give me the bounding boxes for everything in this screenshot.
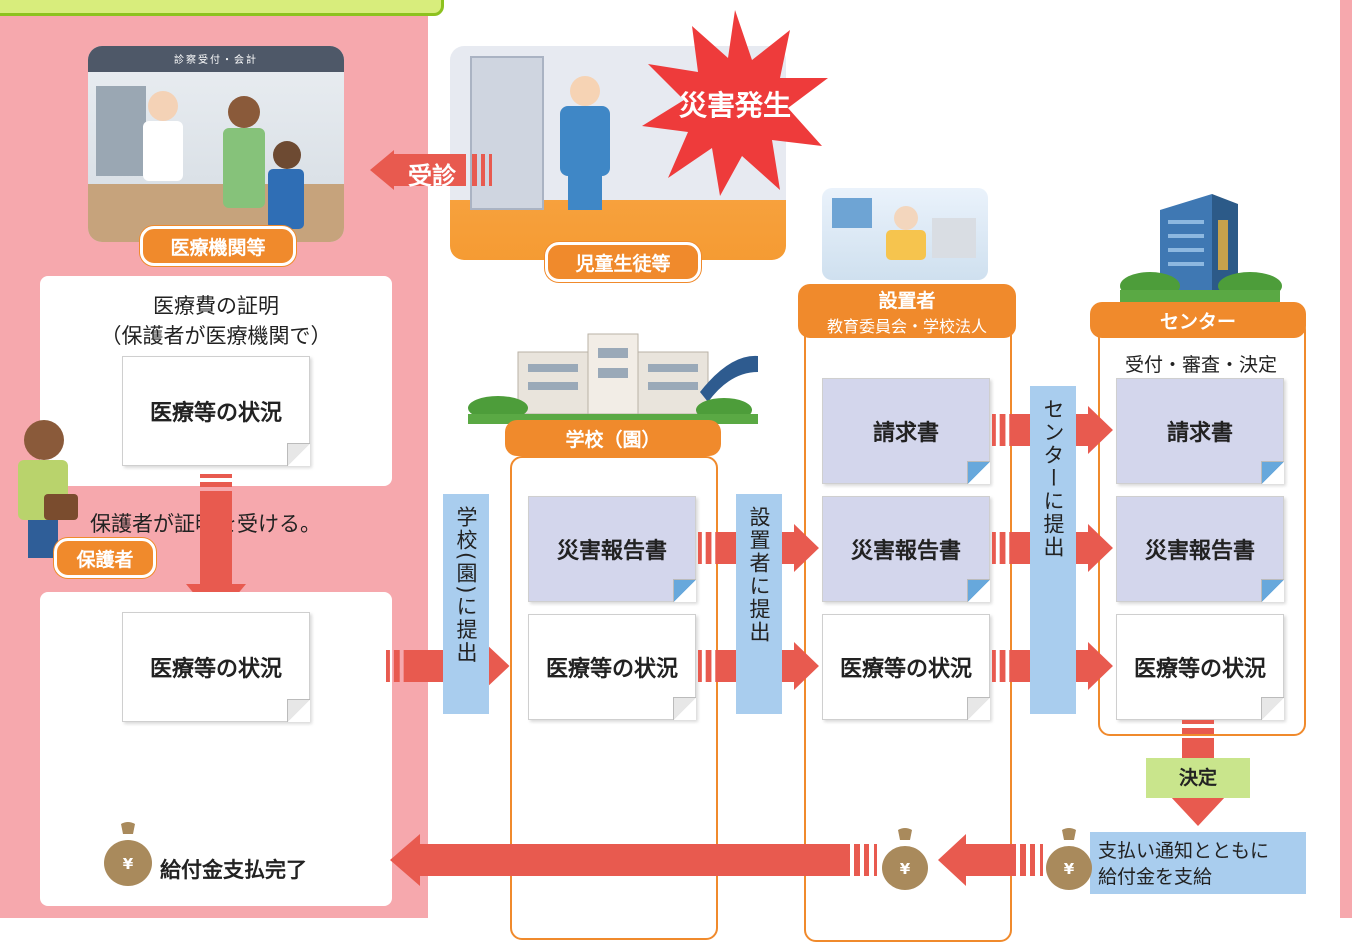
founder-tag: 設置者 教育委員会・学校法人 bbox=[798, 284, 1016, 338]
payment-notice-line2: 給付金を支給 bbox=[1098, 866, 1213, 888]
disaster-burst bbox=[642, 10, 828, 196]
medical-cert-subtitle: （保護者が医療機関で） bbox=[100, 324, 332, 348]
center-disaster-report-doc: 災害報告書 bbox=[1116, 496, 1284, 602]
medical-institution-tag: 医療機関等 bbox=[140, 226, 296, 266]
visit-label: 受診 bbox=[408, 162, 456, 190]
office-illustration bbox=[822, 188, 988, 280]
founder-label: 設置者 bbox=[878, 290, 936, 312]
top-banner bbox=[0, 0, 444, 16]
yen-symbol: ¥ bbox=[899, 860, 911, 878]
center-tag: センター bbox=[1090, 302, 1306, 338]
center-building-illustration bbox=[1120, 194, 1282, 302]
school-medical-status-doc: 医療等の状況 bbox=[528, 614, 696, 720]
school-tag: 学校（園） bbox=[505, 420, 721, 456]
visit-arrow bbox=[370, 150, 492, 190]
guardian-illustration bbox=[14, 420, 78, 570]
hospital-reception-illustration: 診察受付・会計 bbox=[88, 46, 344, 242]
center-claim-doc: 請求書 bbox=[1116, 378, 1284, 484]
center-medical-status-doc: 医療等の状況 bbox=[1116, 614, 1284, 720]
reception-sign: 診察受付・会計 bbox=[174, 55, 258, 66]
payment-arrow-center-founder bbox=[938, 834, 1043, 886]
submit-to-founder-bar: 設置者に提出 bbox=[736, 494, 782, 714]
medical-cert-title: 医療費の証明 bbox=[153, 294, 279, 318]
payment-notice-line1: 支払い通知とともに bbox=[1098, 840, 1270, 862]
founder-claim-doc: 請求書 bbox=[822, 378, 990, 484]
payment-arrow-founder-guardian bbox=[390, 834, 877, 886]
yen-symbol: ¥ bbox=[122, 855, 134, 873]
founder-sub-label: 教育委員会・学校法人 bbox=[826, 317, 987, 336]
disaster-label: 災害発生 bbox=[678, 89, 791, 122]
student-tag: 児童生徒等 bbox=[545, 242, 701, 282]
submit-to-school-bar: 学校(園)に提出 bbox=[443, 494, 489, 714]
school-building-illustration bbox=[468, 333, 758, 424]
arrows-layer bbox=[386, 406, 1226, 886]
payment-complete-label: 給付金支払完了 bbox=[160, 858, 307, 882]
medical-status-doc-1: 医療等の状況 bbox=[122, 356, 310, 466]
decision-label: 決定 bbox=[1146, 758, 1250, 798]
guardian-tag: 保護者 bbox=[54, 538, 156, 578]
center-process-label: 受付・審査・決定 bbox=[1124, 354, 1277, 376]
medical-status-doc-2: 医療等の状況 bbox=[122, 612, 310, 722]
submit-to-center-label: センターに提出 bbox=[1041, 398, 1065, 559]
money-bag-icon-founder: ¥ bbox=[880, 826, 930, 890]
money-bag-icon-center: ¥ bbox=[1044, 826, 1094, 890]
submit-to-center-bar: センターに提出 bbox=[1030, 386, 1076, 714]
payment-notice-box bbox=[1090, 832, 1306, 894]
founder-medical-status-doc: 医療等の状況 bbox=[822, 614, 990, 720]
school-disaster-report-doc: 災害報告書 bbox=[528, 496, 696, 602]
founder-disaster-report-doc: 災害報告書 bbox=[822, 496, 990, 602]
money-bag-icon-guardian: ¥ bbox=[102, 820, 154, 886]
right-edge-strip bbox=[1340, 0, 1352, 918]
yen-symbol: ¥ bbox=[1063, 860, 1075, 878]
submit-to-school-label: 学校(園)に提出 bbox=[454, 506, 478, 665]
submit-to-founder-label: 設置者に提出 bbox=[747, 506, 771, 644]
